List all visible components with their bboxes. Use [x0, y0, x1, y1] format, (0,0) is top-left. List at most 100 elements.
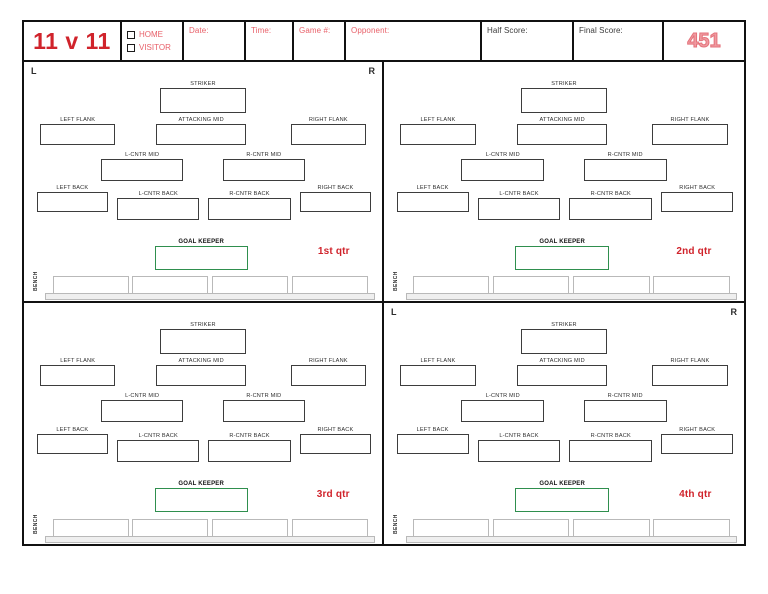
position-label-r-cntr-mid: R-CNTR MID [607, 393, 643, 400]
time-field[interactable]: Time: [246, 22, 294, 60]
player-name-input-goal-keeper[interactable] [515, 488, 609, 513]
player-name-input-l-cntr-mid[interactable] [461, 158, 545, 181]
player-name-input-r-cntr-mid[interactable] [222, 158, 306, 181]
player-name-input-left-flank[interactable] [40, 365, 116, 387]
player-name-input-left-flank[interactable] [400, 123, 476, 145]
player-name-input-r-cntr-back[interactable] [208, 440, 291, 462]
bench-slot-input[interactable] [653, 518, 730, 536]
half-score-field[interactable]: Half Score: [482, 22, 574, 60]
position-slot-left-flank: LEFT FLANK [400, 117, 476, 145]
player-name-input-left-flank[interactable] [400, 365, 476, 387]
player-name-input-l-cntr-mid[interactable] [100, 158, 184, 181]
position-slot-r-cntr-back: R-CNTR BACK [569, 191, 653, 220]
home-label: HOME [139, 30, 163, 39]
bench-slot-input[interactable] [52, 518, 129, 536]
position-label-r-cntr-mid: R-CNTR MID [607, 151, 643, 158]
bench-slot-input[interactable] [132, 518, 209, 536]
player-name-input-left-back[interactable] [396, 434, 469, 455]
position-slot-r-cntr-back: R-CNTR BACK [569, 433, 653, 462]
player-name-input-r-cntr-back[interactable] [569, 198, 653, 220]
bench-slot-input[interactable] [132, 275, 209, 293]
game-number-field[interactable]: Game #: [294, 22, 346, 60]
position-slot-l-cntr-mid: L-CNTR MID [461, 152, 545, 181]
final-score-field[interactable]: Final Score: [574, 22, 664, 60]
position-label-l-cntr-back: L-CNTR BACK [499, 433, 539, 440]
home-checkbox[interactable] [127, 30, 135, 39]
player-name-input-striker[interactable] [160, 88, 246, 113]
bench-slot-input[interactable] [211, 275, 288, 293]
position-slot-l-cntr-mid: L-CNTR MID [100, 393, 184, 423]
player-name-input-attacking-mid[interactable] [517, 365, 608, 387]
bench-slot-input[interactable] [492, 275, 570, 293]
player-name-input-goal-keeper[interactable] [154, 245, 248, 270]
player-name-input-right-back[interactable] [661, 192, 734, 213]
player-name-input-goal-keeper[interactable] [515, 245, 609, 270]
player-name-input-r-cntr-back[interactable] [208, 198, 291, 220]
player-name-input-l-cntr-back[interactable] [477, 198, 561, 220]
position-slot-left-back: LEFT BACK [36, 427, 109, 455]
player-name-input-attacking-mid[interactable] [517, 123, 608, 145]
player-name-input-r-cntr-mid[interactable] [222, 400, 306, 423]
bench-slot-input[interactable] [492, 518, 570, 536]
bench-slot-input[interactable] [573, 518, 650, 536]
position-slot-striker: STRIKER [160, 322, 246, 354]
player-name-input-l-cntr-back[interactable] [117, 440, 200, 462]
bench-slot-input[interactable] [412, 275, 490, 293]
position-slot-left-flank: LEFT FLANK [40, 358, 116, 387]
opponent-field[interactable]: Opponent: [346, 22, 482, 60]
visitor-checkbox[interactable] [127, 43, 135, 52]
player-name-input-striker[interactable] [520, 88, 608, 113]
player-name-input-striker[interactable] [520, 329, 608, 354]
player-name-input-l-cntr-back[interactable] [477, 440, 561, 462]
player-name-input-right-back[interactable] [661, 434, 734, 455]
player-name-input-r-cntr-mid[interactable] [583, 158, 667, 181]
position-slot-l-cntr-back: L-CNTR BACK [117, 191, 200, 220]
player-name-input-l-cntr-mid[interactable] [100, 400, 184, 423]
player-name-input-left-back[interactable] [36, 434, 109, 455]
bench-slot-input[interactable] [52, 275, 129, 293]
bench-slot-input[interactable] [291, 518, 368, 536]
player-name-input-attacking-mid[interactable] [156, 365, 246, 387]
bench-label: BENCH [33, 514, 39, 535]
bench-slot-input[interactable] [412, 518, 490, 536]
player-name-input-right-flank[interactable] [290, 123, 366, 145]
player-name-input-left-back[interactable] [36, 192, 109, 213]
position-label-striker: STRIKER [551, 322, 577, 329]
player-name-input-right-flank[interactable] [652, 365, 728, 387]
player-name-input-right-flank[interactable] [652, 123, 728, 145]
visitor-checkbox-row[interactable]: VISITOR [127, 41, 182, 54]
position-label-left-back: LEFT BACK [416, 427, 449, 434]
player-name-input-l-cntr-mid[interactable] [461, 400, 545, 423]
player-name-input-left-flank[interactable] [40, 123, 116, 145]
position-slot-attacking-mid: ATTACKING MID [517, 358, 608, 387]
position-slot-r-cntr-mid: R-CNTR MID [583, 393, 667, 423]
home-checkbox-row[interactable]: HOME [127, 28, 182, 41]
player-name-input-r-cntr-mid[interactable] [583, 400, 667, 423]
player-name-input-left-back[interactable] [396, 192, 469, 213]
bench-label: BENCH [393, 514, 399, 535]
bench-label: BENCH [393, 271, 399, 292]
player-name-input-r-cntr-back[interactable] [569, 440, 653, 462]
position-slot-left-flank: LEFT FLANK [40, 117, 116, 145]
player-name-input-striker[interactable] [160, 329, 246, 354]
bench-plank [45, 535, 375, 543]
position-label-striker: STRIKER [190, 322, 216, 329]
position-label-r-cntr-mid: R-CNTR MID [246, 151, 282, 158]
date-field[interactable]: Date: [184, 22, 246, 60]
player-name-input-right-back[interactable] [299, 192, 372, 213]
bench-slot-input[interactable] [291, 275, 368, 293]
bench-slot-input[interactable] [573, 275, 650, 293]
final-score-label: Final Score: [579, 26, 623, 35]
position-slot-striker: STRIKER [520, 322, 608, 354]
position-label-goal-keeper: GOAL KEEPER [539, 481, 585, 488]
player-name-input-right-back[interactable] [299, 434, 372, 455]
player-name-input-goal-keeper[interactable] [154, 488, 248, 513]
player-name-input-right-flank[interactable] [290, 365, 366, 387]
player-name-input-attacking-mid[interactable] [156, 123, 246, 145]
player-name-input-l-cntr-back[interactable] [117, 198, 200, 220]
position-label-goal-keeper: GOAL KEEPER [178, 481, 224, 488]
bench-slot-input[interactable] [653, 275, 730, 293]
bench-slot-input[interactable] [211, 518, 288, 536]
